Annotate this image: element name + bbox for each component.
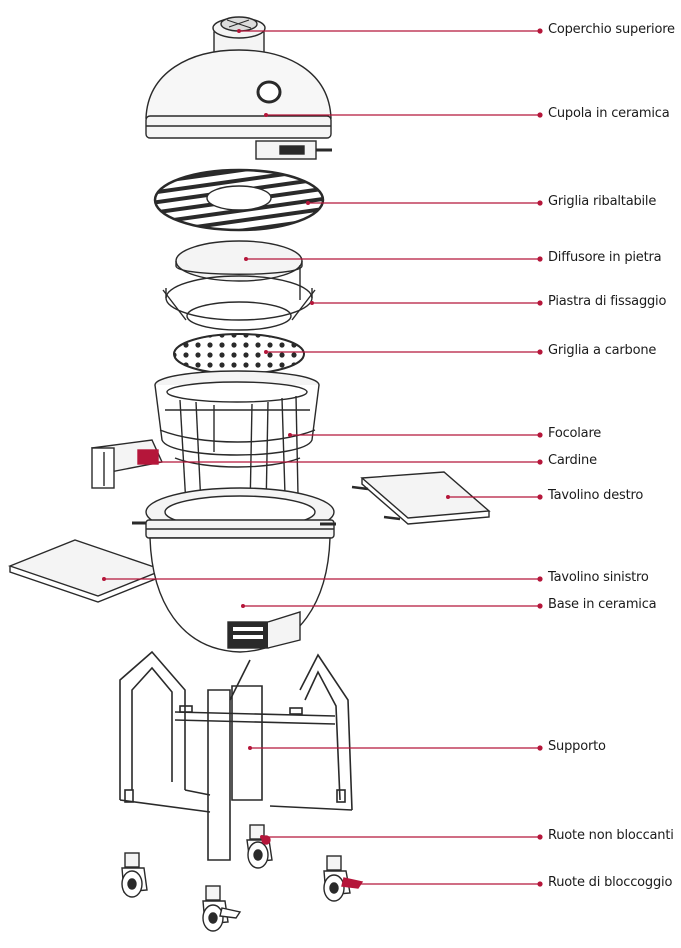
caster-locking-1 <box>323 855 364 902</box>
hinge-part <box>91 439 164 489</box>
charcoal-grate-part <box>173 333 305 375</box>
leader-dot-ruote-bloccaggio <box>344 882 348 886</box>
label-cupola: Cupola in ceramica <box>548 106 670 121</box>
caster-locking-2 <box>202 885 242 932</box>
leader-dot-cardine <box>537 459 543 465</box>
fixing-plate-part <box>162 265 316 331</box>
leader-lines <box>102 28 543 887</box>
leader-dot-coperchio <box>237 29 241 33</box>
label-supporto: Supporto <box>548 739 606 754</box>
leader-dot-cupola <box>264 113 268 117</box>
leader-dot-focolare <box>288 433 292 437</box>
leader-dot-ruote-non-bloccanti <box>537 834 543 840</box>
label-base: Base in ceramica <box>548 597 657 612</box>
leader-dot-tavolino-destro <box>537 494 543 500</box>
label-piastra: Piastra di fissaggio <box>548 294 667 309</box>
leader-dot-cardine <box>150 460 154 464</box>
leader-dot-griglia-carbone <box>537 349 543 355</box>
leader-dot-griglia-ribaltabile <box>537 200 543 206</box>
leader-dot-piastra <box>310 301 314 305</box>
leader-dot-tavolino-sinistro <box>102 577 106 581</box>
caster-non-locking-1 <box>246 824 273 869</box>
ceramic-base-part <box>132 487 336 653</box>
leader-dot-coperchio <box>537 28 543 34</box>
leader-dot-tavolino-destro <box>446 495 450 499</box>
leader-dot-ruote-non-bloccanti <box>260 835 264 839</box>
label-tavolino-destro: Tavolino destro <box>548 488 644 503</box>
label-tavolino-sinistro: Tavolino sinistro <box>548 570 649 585</box>
left-table-part <box>7 539 166 603</box>
leader-dot-base <box>241 604 245 608</box>
stand-part <box>119 650 353 861</box>
leader-dot-tavolino-sinistro <box>537 576 543 582</box>
leader-dot-diffusore <box>244 257 248 261</box>
leader-dot-piastra <box>537 300 543 306</box>
label-griglia-carbone: Griglia a carbone <box>548 343 657 358</box>
leader-dot-griglia-ribaltabile <box>306 201 310 205</box>
leader-dot-cupola <box>537 112 543 118</box>
label-griglia-ribaltabile: Griglia ribaltabile <box>548 194 657 209</box>
leader-dot-base <box>537 603 543 609</box>
label-diffusore: Diffusore in pietra <box>548 250 662 265</box>
caster-non-locking-2 <box>121 852 148 898</box>
label-cardine: Cardine <box>548 453 597 468</box>
leader-dot-ruote-bloccaggio <box>537 881 543 887</box>
label-ruote-non-bloccanti: Ruote non bloccanti <box>548 828 674 843</box>
leader-dot-supporto <box>248 746 252 750</box>
leader-dot-supporto <box>537 745 543 751</box>
right-table-part <box>351 471 491 525</box>
label-coperchio: Coperchio superiore <box>548 22 675 37</box>
leader-dot-griglia-carbone <box>264 350 268 354</box>
label-focolare: Focolare <box>548 426 602 441</box>
label-ruote-bloccaggio: Ruote di bloccoggio <box>548 875 673 890</box>
flip-grill-part <box>153 168 325 232</box>
leader-dot-diffusore <box>537 256 543 262</box>
ceramic-dome-part <box>145 49 332 160</box>
stone-diffuser-part <box>175 240 303 282</box>
leader-dot-focolare <box>537 432 543 438</box>
